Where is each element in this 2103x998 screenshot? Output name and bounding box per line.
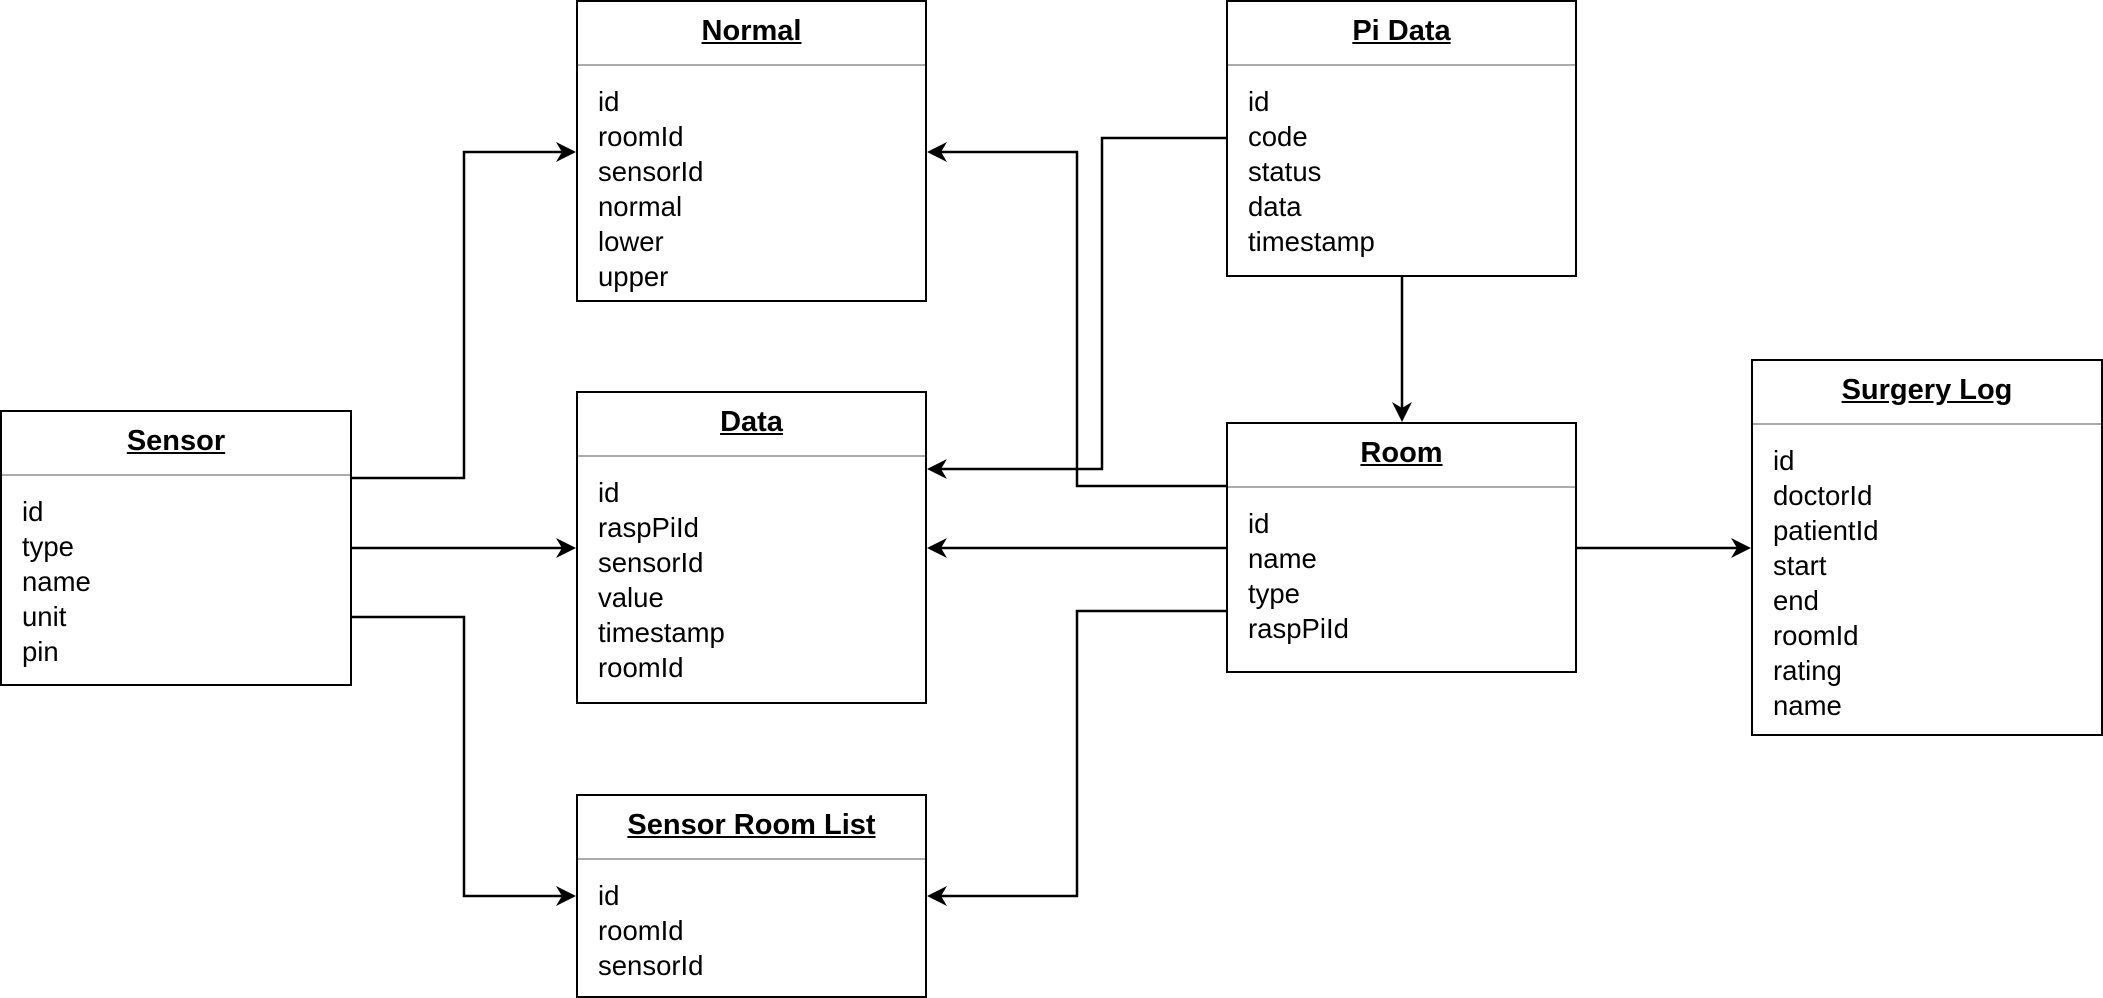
field-sensor-type: type xyxy=(22,531,74,562)
field-normal-id: id xyxy=(598,86,620,117)
field-surgerylog-doctorid: doctorId xyxy=(1773,480,1873,511)
field-normal-lower: lower xyxy=(598,226,664,257)
entity-divider xyxy=(578,858,925,860)
entity-data[interactable]: Data id raspPiId sensorId value timestam… xyxy=(576,391,927,704)
arrowhead-sensor-to-sensor-room-list xyxy=(556,886,576,906)
entity-pi-data[interactable]: Pi Data id code status data timestamp xyxy=(1226,0,1577,277)
field-room-name: name xyxy=(1248,543,1317,574)
entity-title-sensor-room-list: Sensor Room List xyxy=(627,809,876,841)
field-data-id: id xyxy=(598,477,620,508)
field-pidata-id: id xyxy=(1248,86,1270,117)
field-surgerylog-patientid: patientId xyxy=(1773,515,1879,546)
field-pidata-code: code xyxy=(1248,121,1308,152)
entity-divider xyxy=(1228,64,1575,66)
field-pidata-timestamp: timestamp xyxy=(1248,226,1375,257)
field-normal-sensorid: sensorId xyxy=(598,156,704,187)
field-sensor-id: id xyxy=(22,496,44,527)
field-room-type: type xyxy=(1248,578,1300,609)
field-data-value: value xyxy=(598,582,664,613)
field-data-rasppiid: raspPiId xyxy=(598,512,699,543)
field-surgerylog-rating: rating xyxy=(1773,655,1842,686)
field-sensor-name: name xyxy=(22,566,91,597)
entity-divider xyxy=(1753,423,2101,425)
field-sensorroomlist-roomid: roomId xyxy=(598,915,684,946)
field-list-data: id raspPiId sensorId value timestamp roo… xyxy=(578,457,925,685)
entity-divider xyxy=(578,64,925,66)
field-normal-upper: upper xyxy=(598,261,669,292)
field-list-sensor: id type name unit pin xyxy=(2,476,350,669)
entity-title-surgery-log: Surgery Log xyxy=(1841,374,2013,406)
field-pidata-status: status xyxy=(1248,156,1322,187)
entity-title-data: Data xyxy=(720,406,783,438)
field-data-sensorid: sensorId xyxy=(598,547,704,578)
field-list-pi-data: id code status data timestamp xyxy=(1228,66,1575,259)
connector-room-to-normal xyxy=(941,150,1226,488)
connector-sensor-to-sensor-room-list xyxy=(352,615,562,898)
connector-sensor-to-normal xyxy=(352,150,562,480)
connector-room-to-sensor-room-list xyxy=(941,609,1226,898)
arrowhead-pidata-to-data xyxy=(927,459,947,479)
entity-sensor-room-list[interactable]: Sensor Room List id roomId sensorId xyxy=(576,794,927,998)
field-list-room: id name type raspPiId xyxy=(1228,488,1575,646)
field-sensorroomlist-sensorid: sensorId xyxy=(598,950,704,981)
field-normal-normal: normal xyxy=(598,191,683,222)
field-pidata-data: data xyxy=(1248,191,1302,222)
arrowhead-room-to-normal xyxy=(927,142,947,162)
field-surgerylog-id: id xyxy=(1773,445,1795,476)
field-list-normal: id roomId sensorId normal lower upper xyxy=(578,66,925,294)
entity-sensor[interactable]: Sensor id type name unit pin xyxy=(0,410,352,686)
entity-room[interactable]: Room id name type raspPiId xyxy=(1226,422,1577,673)
field-list-surgery-log: id doctorId patientId start end roomId r… xyxy=(1753,425,2101,723)
field-sensorroomlist-id: id xyxy=(598,880,620,911)
field-room-id: id xyxy=(1248,508,1270,539)
entity-divider xyxy=(2,474,350,476)
field-surgerylog-start: start xyxy=(1773,550,1827,581)
entity-title-normal: Normal xyxy=(701,15,802,47)
field-surgerylog-name: name xyxy=(1773,690,1842,721)
arrowhead-sensor-to-data xyxy=(556,538,576,558)
field-room-rasppiid: raspPiId xyxy=(1248,613,1349,644)
field-data-timestamp: timestamp xyxy=(598,617,725,648)
entity-surgery-log[interactable]: Surgery Log id doctorId patientId start … xyxy=(1751,359,2103,736)
field-sensor-unit: unit xyxy=(22,601,67,632)
arrowhead-sensor-to-normal xyxy=(556,142,576,162)
entity-title-sensor: Sensor xyxy=(126,425,226,457)
entity-title-pi-data: Pi Data xyxy=(1352,15,1451,47)
field-data-roomid: roomId xyxy=(598,652,684,683)
entity-divider xyxy=(1228,486,1575,488)
field-surgerylog-end: end xyxy=(1773,585,1819,616)
field-normal-roomid: roomId xyxy=(598,121,684,152)
field-sensor-pin: pin xyxy=(22,636,59,667)
entity-title-room: Room xyxy=(1360,437,1443,469)
field-list-sensor-room-list: id roomId sensorId xyxy=(578,860,925,983)
entity-divider xyxy=(578,455,925,457)
arrowhead-room-to-surgery-log xyxy=(1731,538,1751,558)
arrowhead-room-to-sensor-room-list xyxy=(927,886,947,906)
arrowhead-pidata-to-room xyxy=(1392,402,1412,422)
connector-pidata-to-data xyxy=(941,136,1226,471)
arrowhead-room-to-data xyxy=(927,538,947,558)
field-surgerylog-roomid: roomId xyxy=(1773,620,1859,651)
entity-normal[interactable]: Normal id roomId sensorId normal lower u… xyxy=(576,0,927,302)
